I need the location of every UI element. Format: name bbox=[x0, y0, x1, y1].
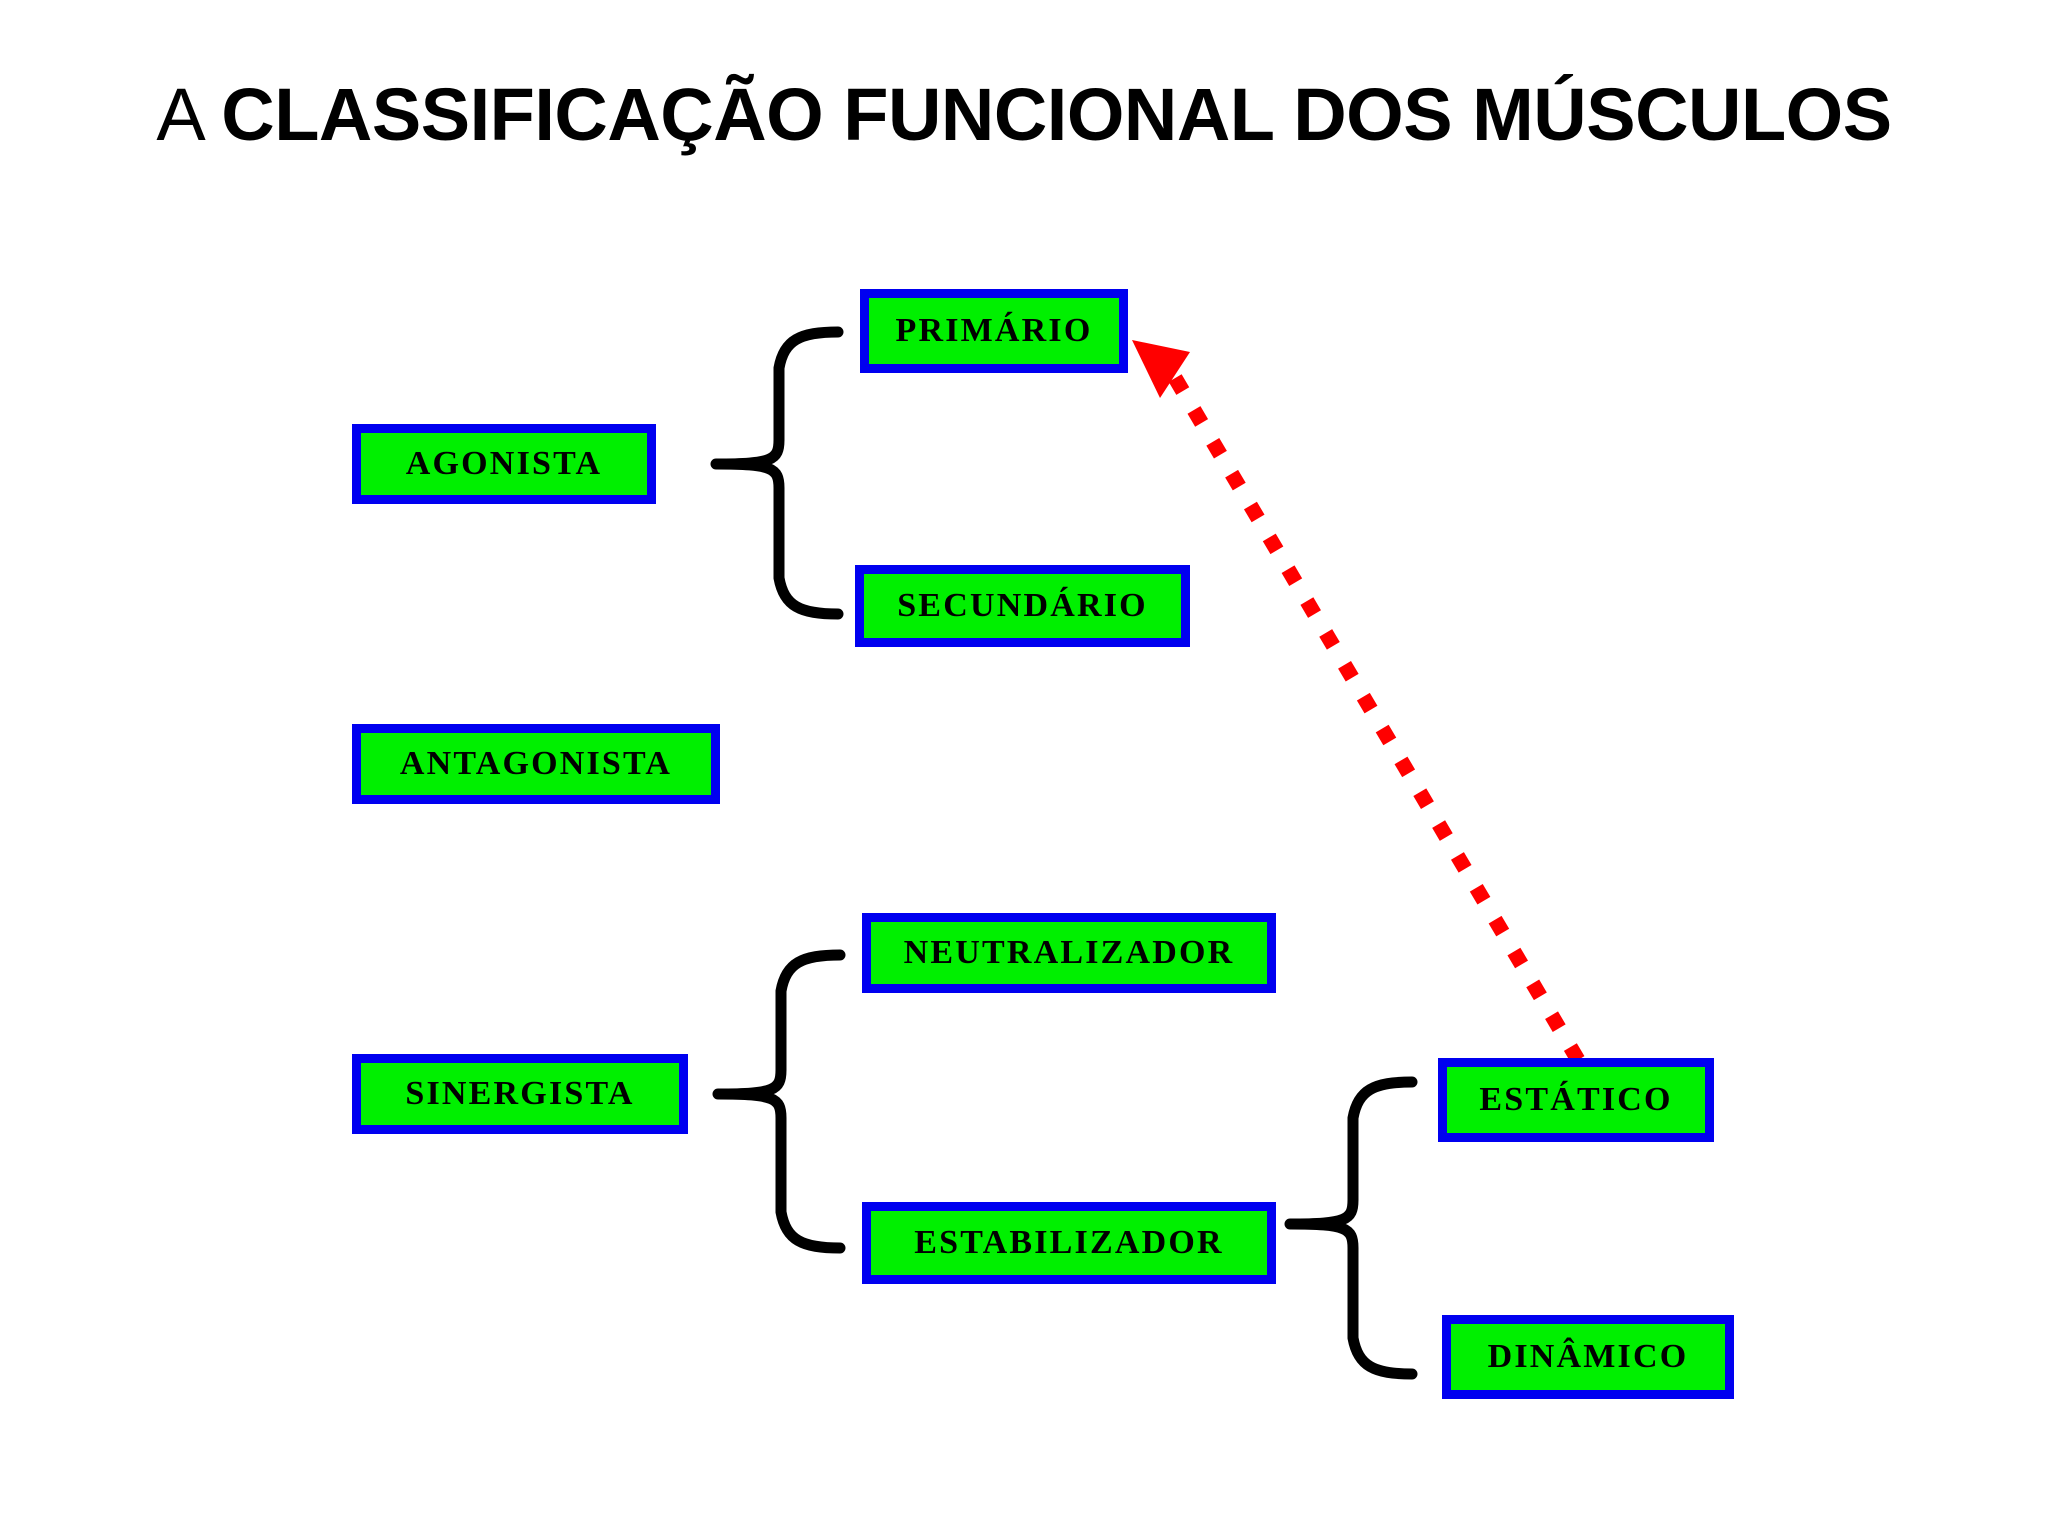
node-primario-inner: PRIMÁRIO bbox=[869, 298, 1119, 364]
node-primario-label: PRIMÁRIO bbox=[895, 312, 1093, 349]
node-neutralizador-inner: NEUTRALIZADOR bbox=[871, 922, 1267, 984]
node-sinergista-inner: SINERGISTA bbox=[361, 1063, 679, 1125]
node-neutralizador-label: NEUTRALIZADOR bbox=[903, 934, 1235, 971]
node-antagonista[interactable]: ANTAGONISTA bbox=[352, 724, 720, 804]
node-agonista[interactable]: AGONISTA bbox=[352, 424, 656, 504]
arrow-head-icon bbox=[1132, 340, 1190, 398]
node-primario[interactable]: PRIMÁRIO bbox=[860, 289, 1128, 373]
node-estatico-inner: ESTÁTICO bbox=[1447, 1067, 1705, 1133]
brace-agonista bbox=[710, 326, 844, 620]
node-agonista-inner: AGONISTA bbox=[361, 433, 647, 495]
node-secundario-inner: SECUNDÁRIO bbox=[864, 574, 1181, 638]
node-dinamico-inner: DINÂMICO bbox=[1451, 1324, 1725, 1390]
brace-estabilizador bbox=[1284, 1076, 1418, 1380]
page-title-lead: A bbox=[156, 73, 222, 156]
node-estatico-label: ESTÁTICO bbox=[1479, 1081, 1673, 1118]
page-title-strong: CLASSIFICAÇÃO FUNCIONAL DOS MÚSCULOS bbox=[221, 73, 1892, 156]
node-dinamico[interactable]: DINÂMICO bbox=[1442, 1315, 1734, 1399]
node-sinergista-label: SINERGISTA bbox=[405, 1075, 635, 1112]
node-sinergista[interactable]: SINERGISTA bbox=[352, 1054, 688, 1134]
node-secundario-label: SECUNDÁRIO bbox=[897, 587, 1148, 624]
node-neutralizador[interactable]: NEUTRALIZADOR bbox=[862, 913, 1276, 993]
node-dinamico-label: DINÂMICO bbox=[1487, 1338, 1689, 1375]
node-estatico[interactable]: ESTÁTICO bbox=[1438, 1058, 1714, 1142]
page-title: A CLASSIFICAÇÃO FUNCIONAL DOS MÚSCULOS bbox=[0, 78, 2048, 152]
node-antagonista-inner: ANTAGONISTA bbox=[361, 733, 711, 795]
node-estabilizador[interactable]: ESTABILIZADOR bbox=[862, 1202, 1276, 1284]
node-secundario[interactable]: SECUNDÁRIO bbox=[855, 565, 1190, 647]
node-antagonista-label: ANTAGONISTA bbox=[399, 745, 673, 782]
node-estabilizador-inner: ESTABILIZADOR bbox=[871, 1211, 1267, 1275]
node-agonista-label: AGONISTA bbox=[405, 445, 603, 482]
brace-sinergista bbox=[712, 949, 846, 1254]
node-estabilizador-label: ESTABILIZADOR bbox=[914, 1224, 1224, 1261]
